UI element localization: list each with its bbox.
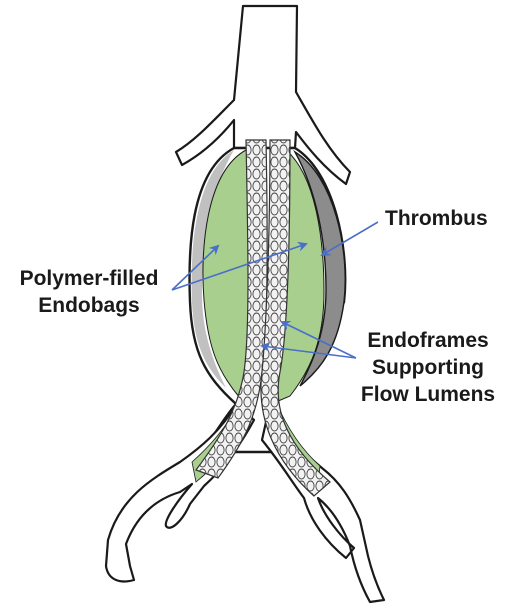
endoframes-label-line-2: Supporting (354, 354, 502, 381)
endobags-label: Polymer-filled Endobags (6, 265, 172, 319)
endobags-label-line-1: Polymer-filled (6, 265, 172, 292)
endobags-label-line-2: Endobags (6, 292, 172, 319)
thrombus-label: Thrombus (385, 205, 488, 232)
endoframes-label-line-1: Endoframes (354, 327, 502, 354)
endoframes-label: Endoframes Supporting Flow Lumens (354, 327, 502, 408)
endoframes-label-line-3: Flow Lumens (354, 381, 502, 408)
